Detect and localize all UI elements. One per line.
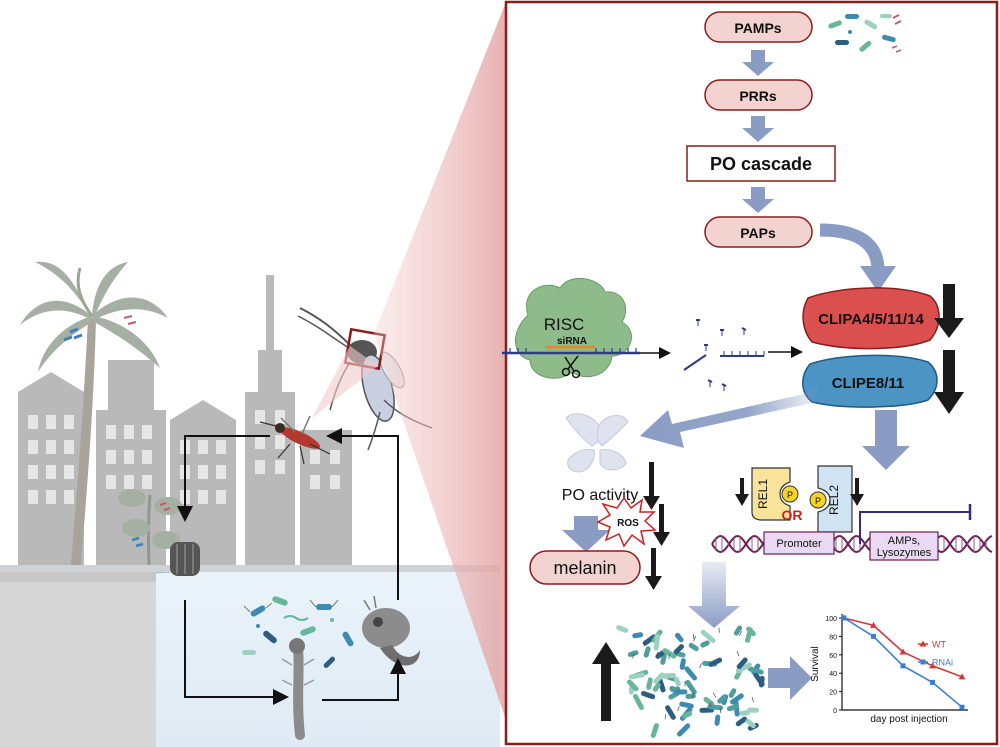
melanin-decrease-arrow xyxy=(645,548,662,590)
rel2-decrease-arrow xyxy=(850,478,864,506)
chart-ylabel: Survival xyxy=(810,646,821,682)
po-decrease-arrow xyxy=(643,462,660,510)
mosquito-small xyxy=(259,415,331,465)
risc-label: RISC xyxy=(544,315,585,334)
rel1-label: REL1 xyxy=(756,479,770,509)
po-activity-group: PO activity ROS melanin xyxy=(529,413,670,590)
y-tick-label: 80 xyxy=(829,634,837,641)
zoom-cone xyxy=(374,2,506,720)
water-bacteria xyxy=(242,596,354,669)
prrs-node xyxy=(704,79,813,111)
y-tick-label: 40 xyxy=(829,671,837,678)
y-tick-label: 0 xyxy=(833,708,837,715)
dna-helix: Promoter AMPs, Lysozymes xyxy=(711,504,993,561)
data-point-wt xyxy=(958,673,966,680)
rel1-shape xyxy=(751,467,791,521)
to-survival-arrow xyxy=(768,656,812,700)
scissors-icon xyxy=(561,355,581,379)
mosquito-larva xyxy=(281,638,315,740)
paps-label: PAPs xyxy=(740,225,776,241)
data-point-rnai xyxy=(871,633,876,639)
mosquito-egg xyxy=(170,542,200,576)
environment-scene xyxy=(0,261,501,747)
pathway-top: PAMPs PRRs PO cascade PAPs xyxy=(686,11,902,292)
bacteria-increase-arrow xyxy=(592,642,620,721)
melanin-label: melanin xyxy=(553,558,616,578)
legend-label-rnai: RNAi xyxy=(932,658,953,668)
y-tick-label: 20 xyxy=(829,690,837,697)
data-point-wt xyxy=(929,662,936,669)
clipa-label: CLIPA4/5/11/14 xyxy=(818,311,924,328)
data-point-wt xyxy=(899,648,907,655)
pamps-node xyxy=(704,11,813,43)
clipa-decrease-arrow xyxy=(934,284,964,338)
po-enzyme-icon xyxy=(565,413,629,473)
rel1-decrease-arrow xyxy=(735,478,749,506)
po-activity-label: PO activity xyxy=(562,487,638,504)
palm-tree xyxy=(20,261,168,575)
data-point-rnai xyxy=(841,615,847,621)
legend-label-wt: WT xyxy=(932,640,946,650)
clipe-to-rel-arrow xyxy=(862,410,910,470)
paps-node xyxy=(704,216,813,248)
water-body xyxy=(156,572,500,747)
promoter-label: Promoter xyxy=(776,538,822,550)
pamps-label: PAMPs xyxy=(734,20,781,36)
rel2-phospho-label: P xyxy=(815,496,821,506)
y-tick-label: 100 xyxy=(825,616,837,623)
clip-proteins: CLIPA4/5/11/14 CLIPE8/11 xyxy=(802,284,964,414)
po-cascade-node xyxy=(686,145,836,182)
rel2-label: REL2 xyxy=(827,485,841,515)
survival-chart: Survival day post injection 0 20 40 60 80 100… xyxy=(810,614,968,725)
sirna-label: siRNA xyxy=(557,336,587,347)
bacteria-increase-flow-arrow xyxy=(688,562,740,628)
clipe-label: CLIPE8/11 xyxy=(832,375,905,392)
data-point-rnai xyxy=(900,663,906,669)
data-point-rnai xyxy=(959,704,965,710)
melanin-node xyxy=(529,550,641,585)
ground xyxy=(0,572,160,747)
chart-xlabel: day post injection xyxy=(870,714,947,725)
clipe-decrease-arrow xyxy=(934,350,964,414)
clipe-to-po-arrow xyxy=(640,384,820,448)
rel1-phospho-label: P xyxy=(787,490,793,500)
ros-burst-icon xyxy=(596,496,657,548)
or-label: OR xyxy=(782,507,803,523)
ros-decrease-arrow xyxy=(653,504,670,546)
amps-label-line1: AMPs, xyxy=(888,535,920,547)
proliferating-bacteria-icon xyxy=(616,625,765,738)
prrs-label: PRRs xyxy=(739,88,777,104)
amps-gene-box xyxy=(869,531,939,561)
y-tick-label: 60 xyxy=(829,653,837,660)
clipa-shape xyxy=(802,287,940,350)
po-cascade-label: PO cascade xyxy=(710,154,812,174)
promoter-box xyxy=(763,531,835,555)
data-point-rnai xyxy=(930,679,935,685)
pamps-bacteria-icon xyxy=(828,14,902,53)
rel2-shape xyxy=(817,465,853,533)
rel-factors: REL1 P OR REL2 P xyxy=(735,465,864,533)
ros-label: ROS xyxy=(617,518,639,529)
lifecycle-arrows xyxy=(177,428,406,705)
amps-label-line2: Lysozymes xyxy=(877,547,932,559)
data-point-wt xyxy=(870,621,877,628)
mosquito-pupa xyxy=(362,595,420,666)
risc-complex: RISC siRNA xyxy=(502,277,803,391)
